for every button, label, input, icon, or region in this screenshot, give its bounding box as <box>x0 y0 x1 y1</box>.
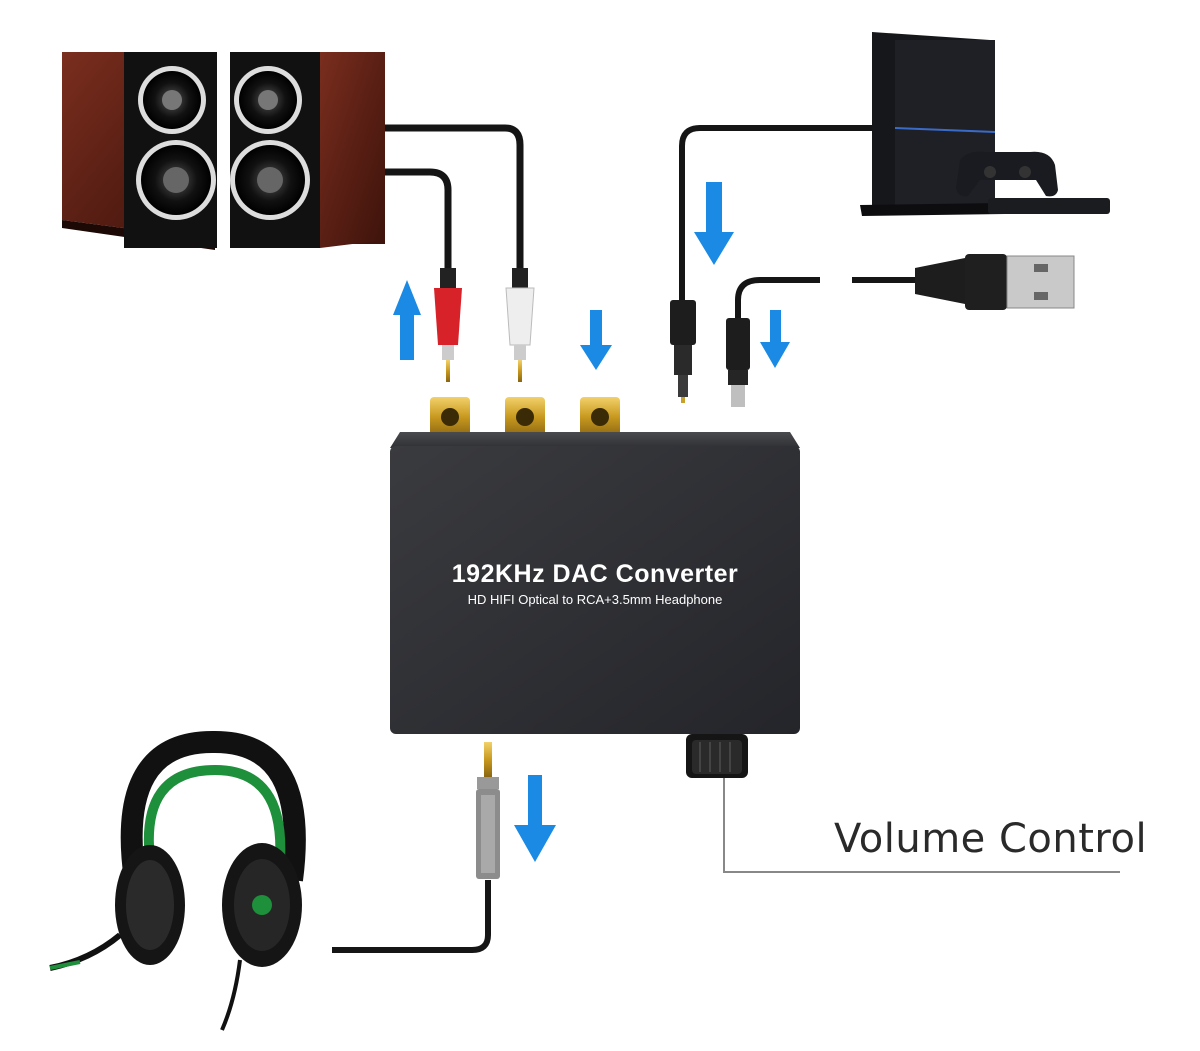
rca-plug-white-icon <box>505 268 535 382</box>
arrow-down-icon <box>514 775 556 862</box>
console-icon <box>860 32 1005 216</box>
rca-socket-icon <box>430 397 470 437</box>
volume-control-label: Volume Control <box>834 816 1148 862</box>
rca-socket-icon <box>505 397 545 437</box>
rca-plug-red-icon <box>434 268 462 382</box>
rca-socket-icon <box>580 397 620 437</box>
optical-plug-icon <box>670 300 696 403</box>
speaker-left-icon <box>62 52 217 250</box>
controller-icon <box>956 151 1058 197</box>
arrow-down-icon <box>760 310 790 368</box>
arrow-down-icon <box>694 182 734 265</box>
jack-plug-icon <box>476 742 500 879</box>
arrow-down-icon <box>580 310 612 370</box>
dac-converter-device <box>390 397 800 778</box>
usb-plug-icon <box>915 254 1075 310</box>
speaker-right-icon <box>230 52 385 248</box>
callout-line <box>723 778 1120 873</box>
headphones-icon <box>49 730 306 1031</box>
device-subtitle: HD HIFI Optical to RCA+3.5mm Headphone <box>467 592 723 607</box>
arrow-up-icon <box>393 280 421 360</box>
micro-usb-plug-icon <box>726 318 750 407</box>
camera-icon <box>988 198 1110 214</box>
volume-knob-icon <box>686 734 748 778</box>
device-title: 192KHz DAC Converter <box>451 560 739 588</box>
